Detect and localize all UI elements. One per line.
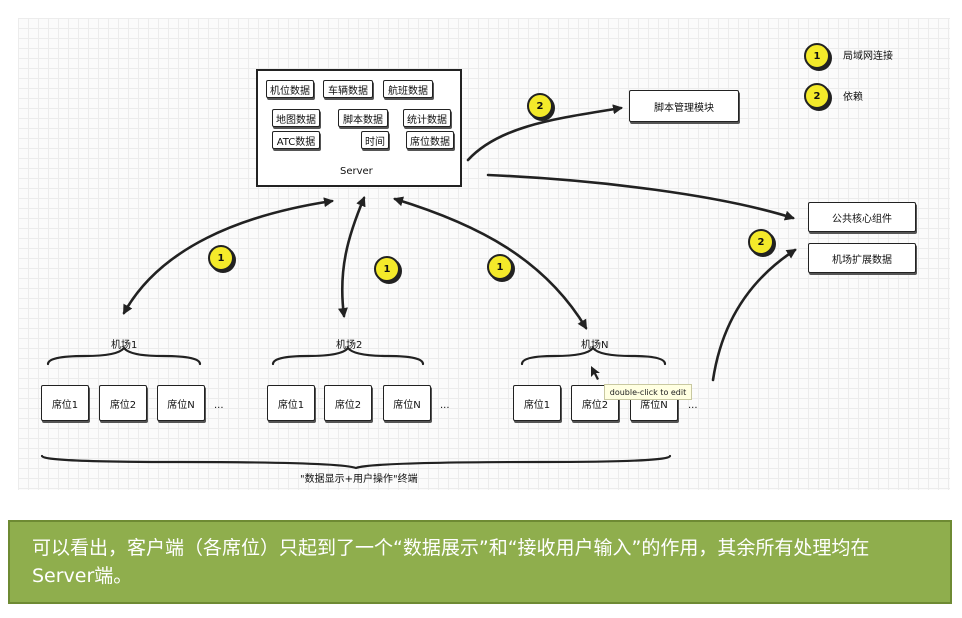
airport2-label: 机场2	[336, 340, 363, 351]
module-time[interactable]: 时间	[361, 131, 389, 149]
seat-box[interactable]: 席位1	[513, 385, 561, 421]
seat-box[interactable]: 席位2	[99, 385, 147, 421]
module-stats-data[interactable]: 统计数据	[403, 109, 451, 127]
legend-text-dependency: 依赖	[843, 92, 863, 103]
arrow-airport2	[338, 196, 366, 318]
core-component-box[interactable]: 公共核心组件	[808, 202, 916, 232]
seat-box[interactable]: 席位1	[41, 385, 89, 421]
dependency-badge-airport-data: 2	[748, 229, 774, 255]
arrow-airport1	[122, 197, 334, 315]
legend-badge-2: 2	[804, 83, 830, 109]
summary-callout: 可以看出，客户端（各席位）只起到了一个“数据展示”和“接收用户输入”的作用，其余…	[8, 520, 952, 604]
module-gate-data[interactable]: 机位数据	[266, 80, 314, 98]
module-atc-data[interactable]: ATC数据	[272, 131, 320, 149]
module-flight-data[interactable]: 航班数据	[383, 80, 433, 98]
module-seat-data[interactable]: 席位数据	[406, 131, 454, 149]
seat-ellipsis: ...	[214, 400, 224, 411]
dependency-badge-script: 2	[527, 93, 553, 119]
mouse-cursor-icon	[591, 366, 600, 380]
airportn-label: 机场N	[581, 340, 609, 351]
arrow-script-manager	[466, 104, 623, 162]
seat-box[interactable]: 席位N	[157, 385, 205, 421]
seat-box[interactable]: 席位2	[324, 385, 372, 421]
arrow-airportn	[393, 196, 588, 330]
legend-badge-1: 1	[804, 43, 830, 69]
lan-badge-airportn: 1	[487, 254, 513, 280]
module-map-data[interactable]: 地图数据	[272, 109, 320, 127]
edit-tooltip: double-click to edit	[604, 384, 692, 400]
lan-badge-airport1: 1	[208, 245, 234, 271]
arrow-core-component	[486, 173, 795, 221]
lan-badge-airport2: 1	[374, 256, 400, 282]
arrow-airport-data	[711, 248, 797, 382]
brace-airport1	[46, 346, 202, 366]
brace-terminals	[40, 454, 672, 470]
airport-data-box[interactable]: 机场扩展数据	[808, 243, 916, 273]
seat-ellipsis: ...	[688, 400, 698, 411]
brace-airportn	[520, 346, 667, 366]
seat-box[interactable]: 席位N	[383, 385, 431, 421]
airport1-label: 机场1	[111, 340, 138, 351]
seat-box[interactable]: 席位1	[267, 385, 315, 421]
module-vehicle-data[interactable]: 车辆数据	[323, 80, 373, 98]
server-label: Server	[340, 166, 373, 177]
brace-airport2	[271, 346, 425, 366]
module-script-data[interactable]: 脚本数据	[338, 109, 388, 127]
legend-text-lan: 局域网连接	[843, 51, 893, 62]
seat-ellipsis: ...	[440, 400, 450, 411]
terminals-label: "数据显示+用户操作"终端	[300, 474, 418, 485]
script-manager-box[interactable]: 脚本管理模块	[629, 90, 739, 122]
